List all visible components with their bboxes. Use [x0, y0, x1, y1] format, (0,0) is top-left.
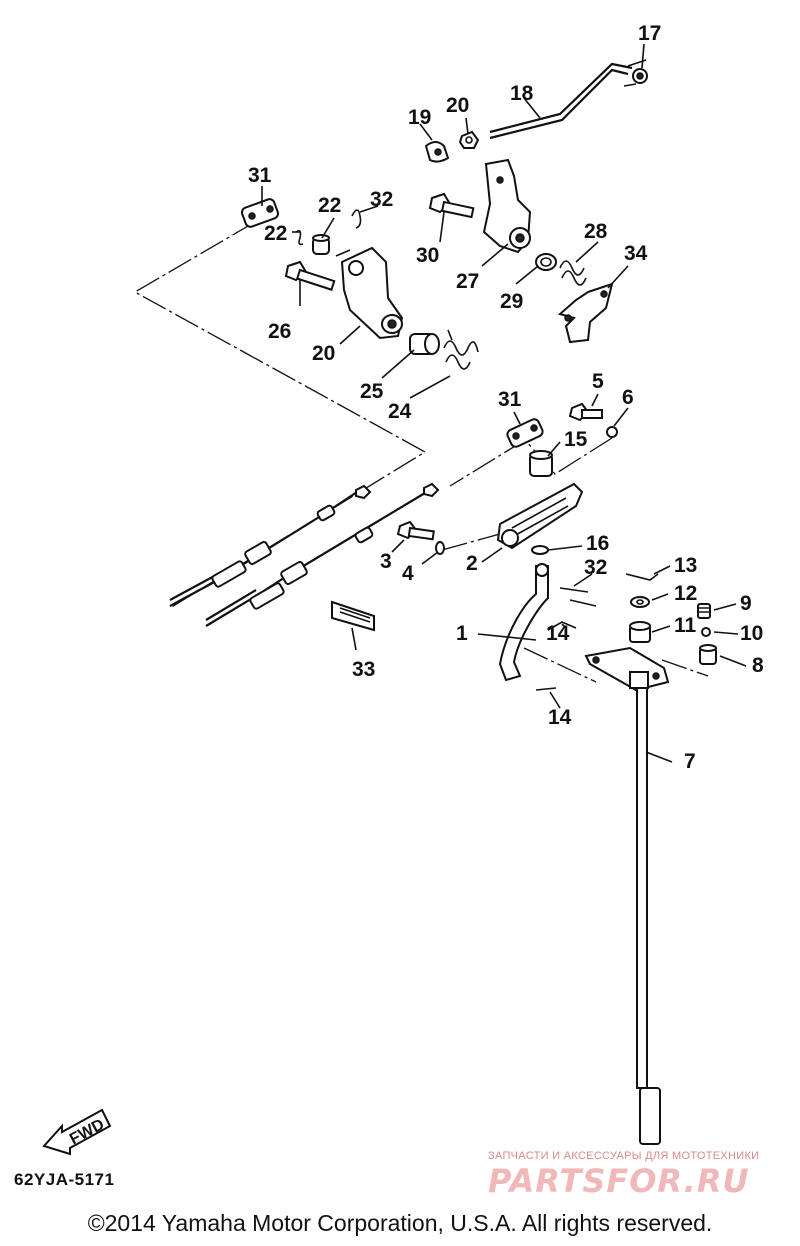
- shift-rod-7: [584, 646, 670, 1145]
- pin-14-upper: [547, 621, 577, 631]
- joint-31-top: [241, 198, 279, 228]
- watermark-tagline: ЗАПЧАСТИ И АКСЕССУАРЫ ДЛЯ МОТОТЕХНИКИ: [488, 1150, 760, 1162]
- callout-8: 8: [752, 654, 764, 677]
- callout-31-top: 31: [248, 164, 272, 187]
- fwd-arrow-icon: FWD: [42, 1108, 112, 1156]
- callout-18: 18: [510, 82, 534, 105]
- joint-19: [424, 141, 450, 163]
- lever-27: [482, 158, 532, 254]
- callout-5: 5: [592, 370, 604, 393]
- plug-8: [699, 644, 717, 665]
- copyright-text: ©2014 Yamaha Motor Corporation, U.S.A. A…: [87, 1210, 713, 1236]
- watermark-logo: PARTSFOR.RU: [488, 1162, 750, 1200]
- callout-27: 27: [456, 270, 479, 293]
- bracket-21: [335, 246, 404, 340]
- callout-17: 17: [638, 22, 661, 45]
- nut-20: [458, 130, 480, 149]
- plate-33: [331, 600, 375, 632]
- bolt-5: [568, 402, 603, 422]
- lever-2: [496, 482, 584, 550]
- callout-3: 3: [380, 550, 392, 573]
- callout-28: 28: [584, 220, 608, 243]
- callout-21: 20: [312, 342, 335, 365]
- callout-15: 15: [564, 428, 588, 451]
- washer-16: [531, 545, 549, 555]
- callout-14-lower: 14: [548, 706, 572, 729]
- spring-24: [443, 329, 479, 370]
- pin-14-lower: [535, 687, 557, 691]
- callout-30: 30: [416, 244, 439, 267]
- joint-31-lower: [506, 418, 544, 448]
- callout-4: 4: [402, 562, 414, 585]
- washer-4: [435, 541, 445, 555]
- plate-34: [557, 282, 614, 344]
- cables: [169, 482, 440, 627]
- clip-23: [295, 230, 304, 246]
- callout-11: 11: [674, 614, 697, 637]
- collar-29: [535, 253, 557, 271]
- bolt-30: [428, 192, 475, 219]
- callout-labels: 17 18 19 20 31 22 32 22 30 28 34 27 29 2…: [248, 22, 764, 773]
- rod-18: [489, 62, 633, 140]
- callout-13: 13: [674, 554, 697, 577]
- callout-25: 25: [360, 380, 384, 403]
- dashed-outline-left: [133, 221, 427, 609]
- callout-23: 22: [264, 222, 287, 245]
- callout-22: 22: [318, 194, 341, 217]
- callout-6: 6: [622, 386, 634, 409]
- callout-12: 12: [674, 582, 697, 605]
- pin-32-top: [351, 209, 362, 229]
- collar-15: [529, 450, 553, 477]
- bolt-26: [284, 260, 336, 291]
- spring-9: [697, 603, 711, 619]
- bolt-3: [396, 520, 435, 541]
- callout-10: 10: [740, 622, 763, 645]
- callout-32-top: 32: [370, 188, 393, 211]
- collar-22: [312, 234, 330, 255]
- collar-25: [409, 333, 440, 355]
- callout-31-lower: 31: [498, 388, 522, 411]
- washer-12: [630, 596, 650, 608]
- callout-32-lower: 32: [584, 556, 607, 579]
- callout-29: 29: [500, 290, 523, 313]
- clip-13: [625, 573, 659, 581]
- pin-32-lower: [559, 587, 597, 607]
- diagram-code: 62YJA-5171: [14, 1170, 115, 1189]
- bushing-11: [629, 621, 651, 643]
- callout-1: 1: [456, 622, 468, 645]
- callout-19: 19: [408, 106, 431, 129]
- ball-10: [701, 627, 711, 637]
- callout-33: 33: [352, 658, 375, 681]
- dashed-guides-lower: [523, 647, 709, 683]
- callout-16: 16: [586, 532, 609, 555]
- spring-28: [559, 260, 587, 286]
- callout-34: 34: [624, 242, 648, 265]
- callout-14-upper: 14: [546, 622, 570, 645]
- arm-1: [498, 563, 549, 682]
- callout-24: 24: [388, 400, 412, 423]
- washer-6: [606, 426, 618, 438]
- callout-20: 20: [446, 94, 469, 117]
- callout-7: 7: [684, 750, 696, 773]
- callout-9: 9: [740, 592, 752, 615]
- leader-lines: [261, 43, 747, 763]
- callout-26: 26: [268, 320, 291, 343]
- callout-2: 2: [466, 552, 478, 575]
